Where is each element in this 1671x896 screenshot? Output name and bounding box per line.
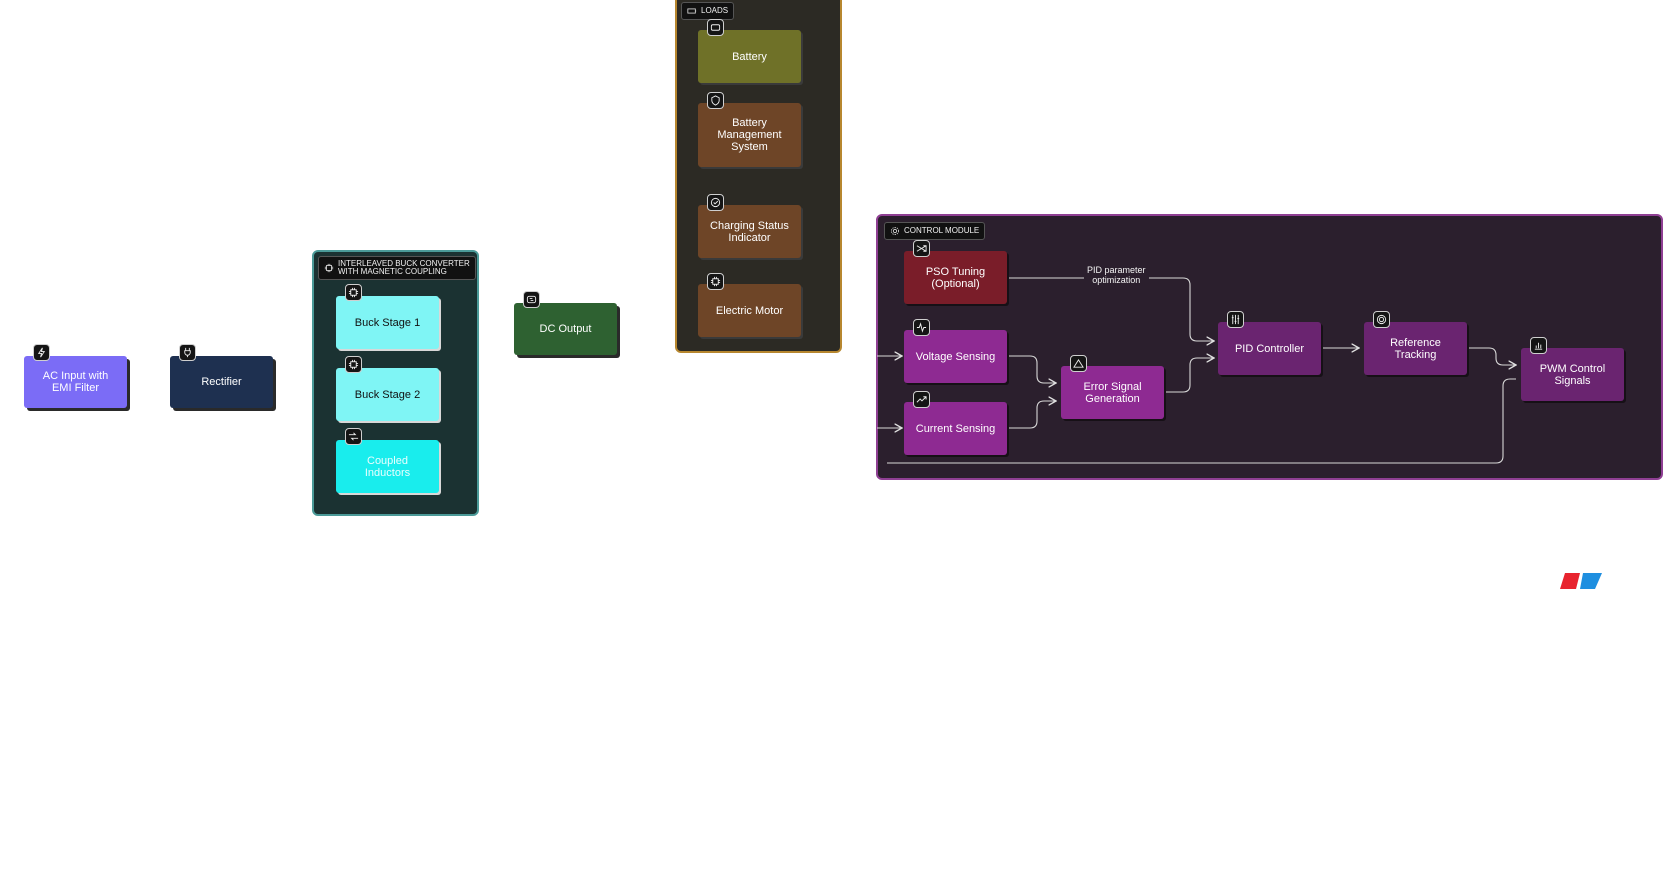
converter-icon [523, 291, 540, 308]
bms-label-line2: Management [717, 129, 782, 141]
bms-label-line3: System [731, 141, 768, 153]
buck-stage-1-node[interactable]: Buck Stage 1 [336, 296, 439, 349]
inductor-icon [345, 428, 362, 445]
converter-title-line1: INTERLEAVED BUCK CONVERTER [338, 259, 470, 268]
pid-controller-node[interactable]: PID Controller [1218, 322, 1321, 375]
electric-motor-node[interactable]: Electric Motor [698, 284, 801, 337]
converter-title-line2: WITH MAGNETIC COUPLING [338, 267, 447, 276]
coupled-label-line1: Coupled [367, 454, 408, 467]
buck-stage-2-label: Buck Stage 2 [354, 388, 421, 401]
reference-label-line1: Reference [1390, 336, 1441, 349]
buck-stage-1-label: Buck Stage 1 [354, 316, 421, 329]
shield-icon [707, 92, 724, 109]
plug-icon [179, 344, 196, 361]
coupled-inductors-node[interactable]: Coupled Inductors [336, 440, 439, 493]
ac-input-label-line1: AC Input with [42, 370, 109, 382]
triangle-icon [1070, 355, 1087, 372]
rectifier-node[interactable]: Rectifier [170, 356, 273, 408]
pwm-control-signals-node[interactable]: PWM Control Signals [1521, 348, 1624, 401]
charging-label-line1: Charging Status [710, 219, 789, 232]
pwm-label-line1: PWM Control [1539, 362, 1606, 375]
ac-input-label-line2: EMI Filter [51, 382, 100, 394]
reference-label-line2: Tracking [1394, 348, 1437, 361]
converter-group-title: INTERLEAVED BUCK CONVERTER WITH MAGNETIC… [318, 256, 476, 280]
shuffle-icon [913, 240, 930, 257]
target-icon [1373, 311, 1390, 328]
pid-parameter-optimization-label: PID parameter optimization [1084, 265, 1149, 285]
battery-management-system-node[interactable]: Battery Management System [698, 103, 801, 167]
sliders-icon [1227, 311, 1244, 328]
lightning-icon [33, 344, 50, 361]
charging-label-line2: Indicator [728, 231, 771, 244]
voltage-sensing-label: Voltage Sensing [915, 350, 996, 363]
ac-input-node[interactable]: AC Input with EMI Filter [24, 356, 127, 408]
chip-icon [707, 273, 724, 290]
battery-node[interactable]: Battery [698, 30, 801, 83]
chip-icon [345, 284, 362, 301]
dc-output-label: DC Output [539, 323, 592, 335]
rectifier-label: Rectifier [201, 376, 242, 388]
error-label-line2: Generation [1085, 392, 1140, 405]
chip-icon [324, 263, 334, 273]
error-signal-generation-node[interactable]: Error Signal Generation [1061, 366, 1164, 419]
trend-up-icon [913, 391, 930, 408]
dc-output-node[interactable]: DC Output [514, 303, 617, 355]
loads-group-title: LOADS [681, 2, 735, 20]
chip-icon [345, 356, 362, 373]
check-circle-icon [707, 194, 724, 211]
pso-label-line2: (Optional) [931, 277, 980, 290]
battery-icon [687, 8, 697, 14]
pid-controller-label: PID Controller [1234, 342, 1305, 355]
pso-tuning-node[interactable]: PSO Tuning (Optional) [904, 251, 1007, 304]
pwm-label-line2: Signals [1554, 374, 1591, 387]
charging-status-indicator-node[interactable]: Charging Status Indicator [698, 205, 801, 258]
reference-tracking-node[interactable]: Reference Tracking [1364, 322, 1467, 375]
battery-label: Battery [732, 50, 767, 63]
app-logo [1560, 573, 1602, 589]
electric-motor-label: Electric Motor [715, 304, 784, 317]
voltage-sensing-node[interactable]: Voltage Sensing [904, 330, 1007, 383]
battery-icon [707, 19, 724, 36]
pulse-icon [913, 319, 930, 336]
bar-chart-icon [1530, 337, 1547, 354]
pso-label-line1: PSO Tuning [925, 265, 986, 278]
edge-label-line1: PID parameter [1087, 265, 1146, 275]
bms-label-line1: Battery [732, 117, 767, 129]
buck-stage-2-node[interactable]: Buck Stage 2 [336, 368, 439, 421]
error-label-line1: Error Signal [1083, 380, 1142, 393]
coupled-label-line2: Inductors [364, 466, 411, 479]
edge-label-line2: optimization [1092, 275, 1141, 285]
current-sensing-label: Current Sensing [915, 422, 996, 435]
loads-title: LOADS [701, 6, 729, 15]
current-sensing-node[interactable]: Current Sensing [904, 402, 1007, 455]
